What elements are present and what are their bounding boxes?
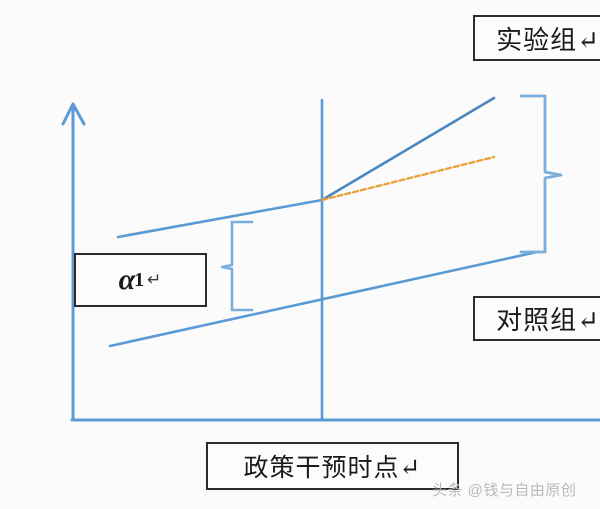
treatment-group-label-text: 实验组↵ (496, 25, 600, 55)
policy-time-point-label-box[interactable]: 政策干预时点↵ (206, 442, 459, 490)
alpha-subscript: 1 (134, 268, 146, 291)
control-group-label-text: 对照组↵ (496, 306, 600, 335)
alpha-symbol: α (118, 263, 137, 296)
right-curly-brace-icon (519, 94, 563, 254)
control-group-label-box[interactable]: 对照组↵ (473, 296, 600, 341)
treatment-post-line (320, 96, 496, 202)
treatment-pre-line (116, 198, 324, 239)
carriage-return-icon: ↵ (147, 270, 163, 290)
treatment-group-label-box[interactable]: 实验组↵ (473, 15, 600, 61)
counterfactual-dashed-line (320, 155, 496, 202)
policy-time-point-label-text: 政策干预时点↵ (243, 455, 422, 482)
up-arrow-icon (61, 102, 86, 126)
left-curly-brace-icon (220, 220, 254, 312)
watermark: 头条 @钱与自由原创 (432, 479, 576, 500)
watermark-text: 头条 @钱与自由原创 (432, 482, 577, 499)
